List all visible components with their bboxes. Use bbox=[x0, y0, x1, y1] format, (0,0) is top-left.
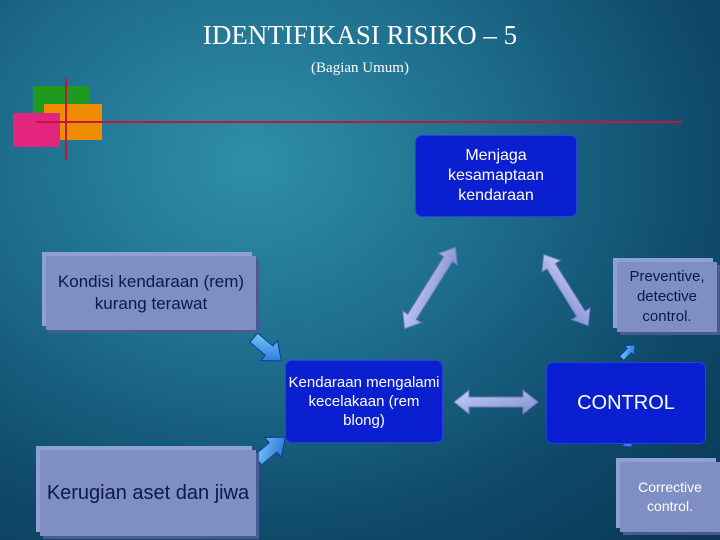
box-preventive-label: Preventive, detective control. bbox=[629, 268, 705, 325]
page-title: IDENTIFIKASI RISIKO – 5 bbox=[202, 20, 518, 50]
double-arrow-menjaga-kecelakaan bbox=[402, 246, 458, 330]
box-menjaga-label: Menjaga kesamaptaan kendaraan bbox=[447, 147, 545, 204]
double-arrow-kecelakaan-control bbox=[453, 388, 539, 416]
page-subtitle: (Bagian Umum) bbox=[311, 60, 409, 76]
box-menjaga-kesamaptaan: Menjaga kesamaptaan kendaraan bbox=[416, 136, 576, 216]
decor-vertical-line bbox=[65, 78, 67, 160]
box-corrective-label: Corrective control. bbox=[638, 479, 702, 514]
box-kecelakaan-label: Kendaraan mengalami kecelakaan (rem blon… bbox=[288, 374, 440, 429]
double-arrow-menjaga-control bbox=[541, 253, 591, 327]
arrow-control-to-preventive bbox=[618, 344, 636, 362]
box-corrective: Corrective control. bbox=[620, 462, 720, 532]
box-kondisi-kendaraan: Kondisi kendaraan (rem) kurang terawat bbox=[46, 256, 256, 330]
arrow-kondisi-to-kecelakaan bbox=[249, 332, 282, 362]
box-preventive-detective: Preventive, detective control. bbox=[617, 262, 717, 332]
decor-horizontal-line bbox=[36, 121, 682, 123]
box-kendaraan-kecelakaan: Kendaraan mengalami kecelakaan (rem blon… bbox=[286, 361, 442, 442]
box-control: CONTROL bbox=[547, 363, 705, 443]
box-kerugian: Kerugian aset dan jiwa bbox=[40, 450, 256, 536]
arrow-kecelakaan-to-kerugian bbox=[253, 436, 286, 466]
decor-pink-square bbox=[13, 113, 60, 147]
box-kondisi-label: Kondisi kendaraan (rem) kurang terawat bbox=[57, 272, 245, 313]
box-kerugian-label: Kerugian aset dan jiwa bbox=[46, 482, 250, 504]
box-control-label: CONTROL bbox=[577, 391, 675, 414]
